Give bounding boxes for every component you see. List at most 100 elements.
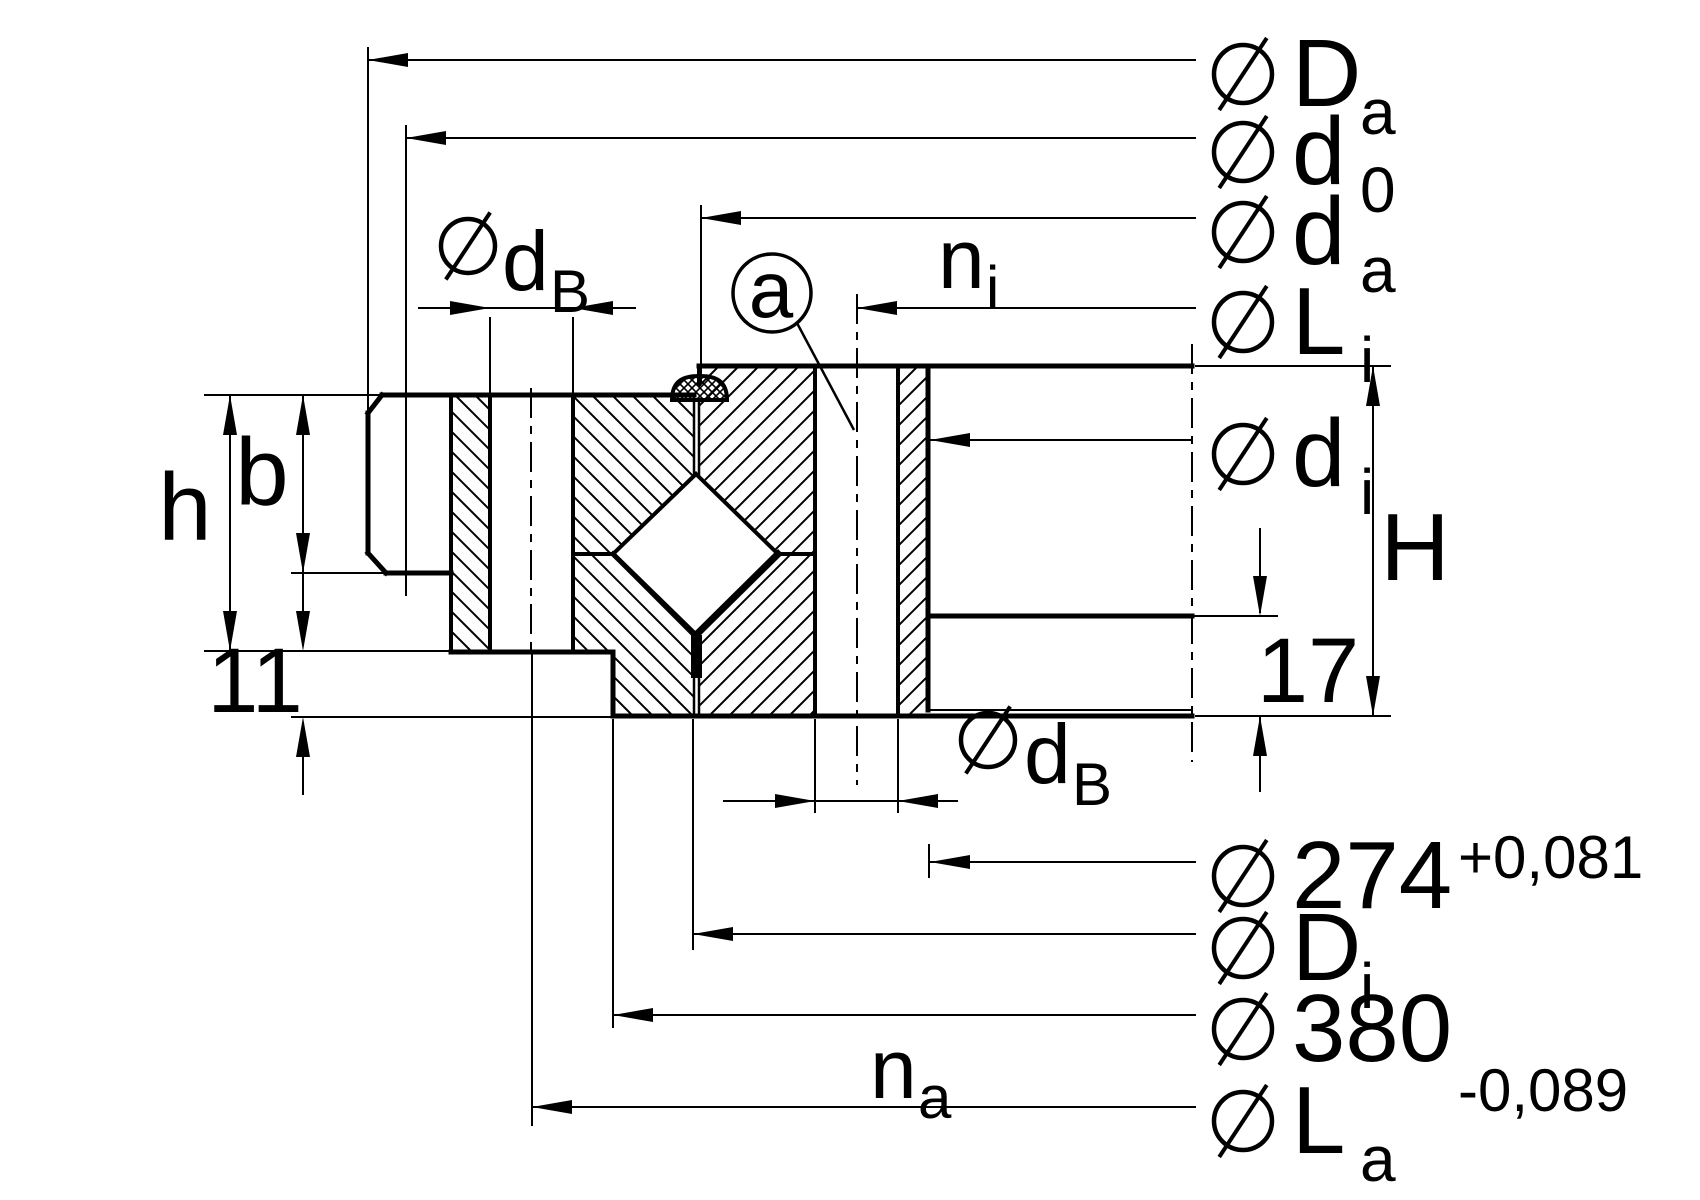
diameter-symbol-circle <box>1211 916 1275 980</box>
hatch-line <box>898 366 928 716</box>
hatch-line <box>898 366 928 716</box>
diameter-symbol-slash <box>1217 194 1269 270</box>
hatch-line <box>573 395 694 716</box>
diameter-symbol-slash <box>1217 36 1269 112</box>
dim-h: h <box>158 395 237 651</box>
dimension-arrowhead <box>930 433 970 447</box>
dimension-arrowhead <box>1366 366 1380 406</box>
hatch-line <box>708 366 815 716</box>
hatch-inner-ring-right-band <box>898 366 928 716</box>
diameter-symbol-slash <box>1217 284 1269 360</box>
dim-label-main: D <box>1292 894 1361 1001</box>
dim-label-h: h <box>158 454 211 561</box>
callout-a-letter: a <box>749 245 794 334</box>
dim-row-Da: Da <box>368 20 1396 148</box>
diameter-symbol-circle <box>438 216 498 276</box>
hatch-line <box>573 395 694 716</box>
dim-label-main: d <box>1024 707 1071 801</box>
dim-label-subscript: a <box>1360 1123 1396 1195</box>
diameter-symbol <box>1211 114 1275 190</box>
dim-label-Di: Di <box>1211 894 1374 1022</box>
dimension-arrowhead <box>1253 576 1267 616</box>
dimension-arrowhead <box>693 927 733 941</box>
hatch-line <box>451 395 490 651</box>
hatch-line <box>699 366 740 716</box>
section-edge <box>691 549 783 640</box>
roller-contact-stub <box>691 635 702 678</box>
diameter-symbol <box>1211 991 1275 1067</box>
hatch-line <box>898 366 928 716</box>
diameter-symbol <box>1211 194 1275 270</box>
dim-label-main: d <box>1292 98 1345 205</box>
hatch-line <box>927 366 928 716</box>
hatch-line <box>573 395 694 716</box>
dim-label-Da: Da <box>1211 20 1396 148</box>
dim-label-d274: 274+0,081 <box>1211 822 1643 929</box>
section-edge <box>609 550 700 639</box>
diameter-symbol-slash <box>1217 838 1269 914</box>
hatch-line <box>699 366 815 716</box>
dim-17: 17 <box>1253 528 1359 792</box>
hatch-line <box>699 366 815 716</box>
diameter-symbol-circle <box>1211 290 1275 354</box>
hatch-line <box>699 366 760 716</box>
hatch-line <box>573 395 694 716</box>
hatch-line <box>573 395 694 716</box>
label-na-subscript: a <box>918 1064 952 1131</box>
dim-label-subscript: i <box>1360 324 1374 396</box>
dim-label-b: b <box>235 419 288 526</box>
diameter-symbol-circle <box>1211 844 1275 908</box>
hatch-line <box>768 366 815 716</box>
hatch-line <box>699 366 800 716</box>
diameter-symbol-circle <box>958 710 1018 770</box>
dim-label-subscript: i <box>1360 456 1374 528</box>
dim-label-d380: 380-0,089 <box>1211 975 1628 1124</box>
hatch-line <box>907 366 928 716</box>
hatch-line <box>898 366 899 716</box>
hatch-line <box>788 366 815 716</box>
diameter-symbol <box>1211 910 1275 986</box>
dim-label-17: 17 <box>1257 620 1359 722</box>
dim-label-main: d <box>1292 400 1345 507</box>
dimension-arrowhead <box>296 395 310 435</box>
diameter-symbol <box>1211 838 1275 914</box>
dim-label-main: d <box>1292 178 1345 285</box>
dim-label-subscript: B <box>1072 751 1112 818</box>
dim-row-Di: Di <box>693 894 1374 1022</box>
hatch-line <box>699 366 815 716</box>
hatch-line <box>898 366 928 716</box>
diameter-symbol <box>1211 284 1275 360</box>
dimension-arrowhead <box>701 211 741 225</box>
ring-outlines <box>204 47 1391 1126</box>
hatch-line <box>451 395 490 651</box>
hatch-line <box>728 366 815 716</box>
diameter-symbol <box>1211 36 1275 112</box>
dim-label-11: 11 <box>207 630 303 732</box>
section-edge <box>610 471 699 557</box>
diameter-symbol-circle <box>1211 120 1275 184</box>
dim-label-subscript: a <box>1360 234 1396 306</box>
hatch-line <box>573 395 674 716</box>
dimension-arrowhead <box>450 301 490 315</box>
hatch-line <box>591 395 694 716</box>
dimension-arrowhead <box>532 1100 572 1114</box>
callout-a-leader <box>795 322 856 431</box>
hatch-line <box>474 395 490 651</box>
dimension-arrowhead <box>296 533 310 573</box>
dim-label-superscript: +0,081 <box>1458 824 1643 891</box>
hatch-line <box>573 395 694 716</box>
diameter-symbol <box>1211 416 1275 492</box>
diameter-symbol-slash <box>1217 1083 1269 1159</box>
dimension-arrowhead <box>898 794 938 808</box>
